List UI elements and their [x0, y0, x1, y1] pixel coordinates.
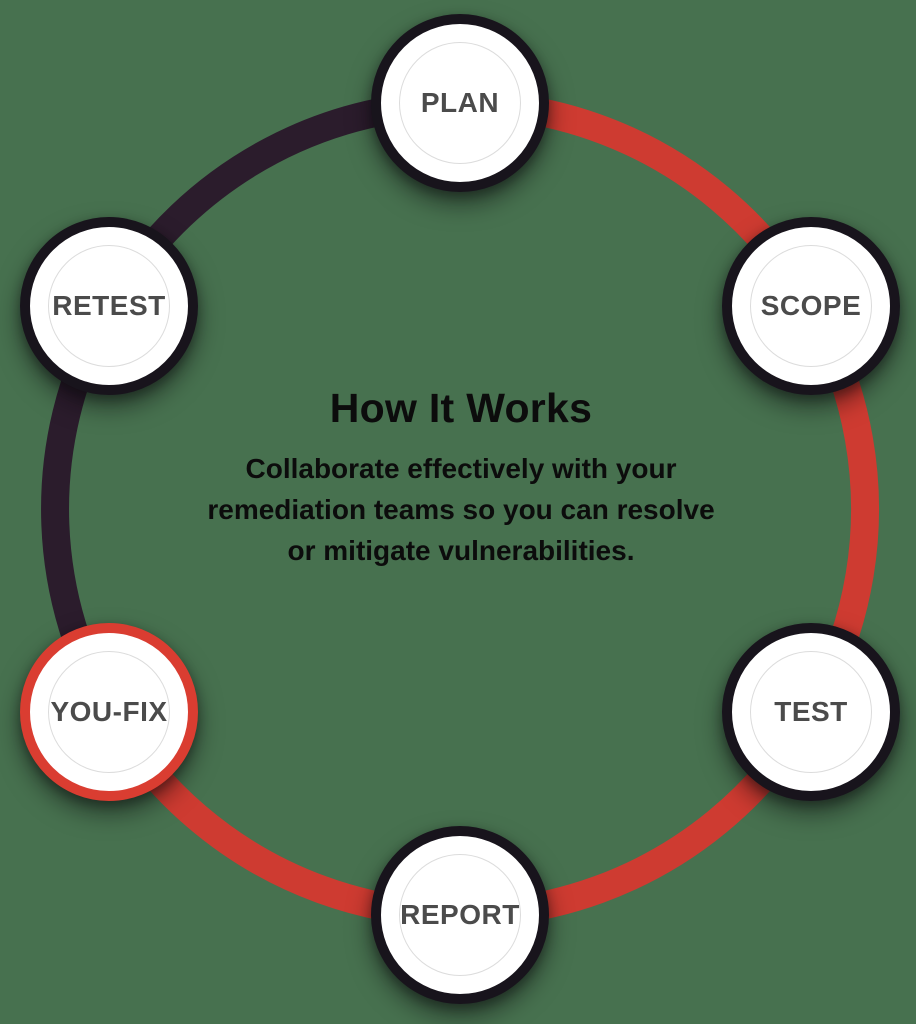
node-plan-label: PLAN: [420, 87, 500, 118]
diagram-title: How It Works: [329, 385, 593, 431]
node-you-fix-label: YOU-FIX: [50, 696, 168, 727]
node-inner-ring: [399, 42, 521, 164]
node-inner-ring: [48, 245, 170, 367]
node-plan: PLAN: [371, 14, 549, 192]
subtitle-line-1: Collaborate effectively with your: [245, 453, 677, 484]
subtitle-line-2: remediation teams so you can resolve: [207, 494, 715, 525]
node-you-fix: YOU-FIX: [20, 623, 198, 801]
node-report: REPORT: [371, 826, 549, 1004]
node-test: TEST: [722, 623, 900, 801]
node-inner-ring: [399, 854, 521, 976]
node-retest: RETEST: [20, 217, 198, 395]
diagram-subtitle: Collaborate effectively with your remedi…: [141, 448, 781, 571]
node-report-label: REPORT: [400, 899, 520, 930]
subtitle-line-3: or mitigate vulnerabilities.: [287, 535, 635, 566]
node-test-label: TEST: [774, 696, 848, 727]
node-inner-ring: [48, 651, 170, 773]
node-scope: SCOPE: [722, 217, 900, 395]
node-inner-ring: [750, 245, 872, 367]
node-scope-label: SCOPE: [760, 290, 862, 321]
center-text-block: How It Works Collaborate effectively wit…: [141, 386, 781, 571]
node-inner-ring: [750, 651, 872, 773]
node-retest-label: RETEST: [52, 290, 166, 321]
